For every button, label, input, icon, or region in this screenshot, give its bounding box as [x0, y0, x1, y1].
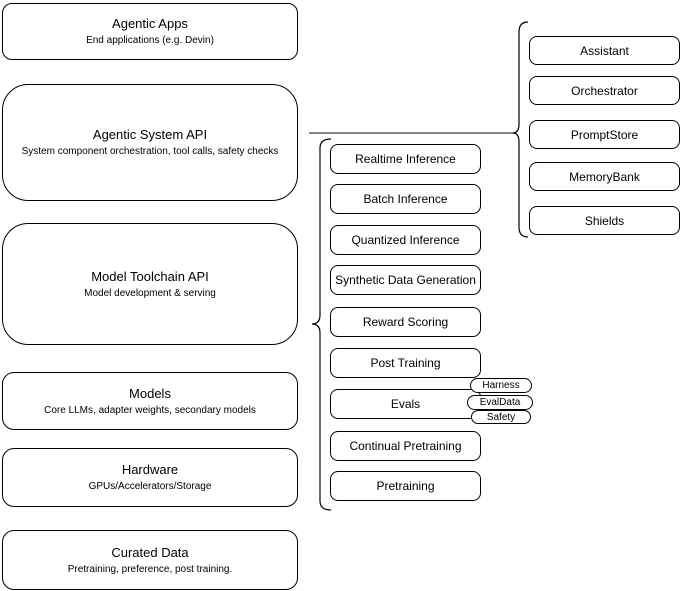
node-assistant: Assistant — [529, 36, 680, 65]
node-title: Hardware — [121, 462, 179, 477]
node-label: Quantized Inference — [351, 233, 460, 247]
node-label: Shields — [584, 213, 625, 228]
node-quantized-inference: Quantized Inference — [330, 225, 481, 255]
badge-evaldata: EvalData — [467, 395, 533, 410]
node-continual-pretraining: Continual Pretraining — [330, 431, 481, 461]
node-label: Assistant — [580, 43, 629, 58]
node-agentic-system-api: Agentic System API System component orch… — [2, 84, 298, 201]
badge-safety: Safety — [471, 410, 531, 424]
node-models: Models Core LLMs, adapter weights, secon… — [2, 372, 298, 430]
node-synthetic-data-generation: Synthetic Data Generation — [330, 265, 481, 295]
node-label: Orchestrator — [571, 83, 638, 98]
node-subtitle: System component orchestration, tool cal… — [21, 146, 279, 157]
node-title: Models — [129, 385, 171, 401]
node-label: Continual Pretraining — [349, 439, 462, 453]
node-memorybank: MemoryBank — [529, 162, 680, 191]
node-subtitle: GPUs/Accelerators/Storage — [88, 481, 212, 492]
node-label: Post Training — [370, 356, 441, 370]
node-label: Evals — [390, 397, 421, 411]
node-subtitle: Core LLMs, adapter weights, secondary mo… — [44, 404, 256, 416]
badge-label: Safety — [486, 411, 516, 423]
system-components-brace — [512, 21, 529, 238]
node-label: MemoryBank — [569, 169, 640, 184]
node-evals: Evals — [330, 389, 481, 419]
node-hardware: Hardware GPUs/Accelerators/Storage — [2, 448, 298, 507]
node-label: Batch Inference — [363, 192, 448, 206]
node-label: Realtime Inference — [355, 152, 456, 166]
node-label: Synthetic Data Generation — [335, 273, 476, 287]
node-post-training: Post Training — [330, 348, 481, 378]
node-shields: Shields — [529, 206, 680, 235]
node-subtitle: End applications (e.g. Devin) — [86, 35, 214, 46]
node-subtitle: Model development & serving — [84, 287, 216, 299]
node-orchestrator: Orchestrator — [529, 76, 680, 105]
node-promptstore: PromptStore — [529, 120, 680, 149]
node-pretraining: Pretraining — [330, 471, 481, 501]
badge-label: EvalData — [479, 397, 521, 408]
node-batch-inference: Batch Inference — [330, 184, 481, 214]
node-title: Model Toolchain API — [91, 268, 209, 284]
node-title: Agentic System API — [92, 127, 208, 142]
toolchain-brace — [311, 138, 332, 511]
node-curated-data: Curated Data Pretraining, preference, po… — [2, 530, 298, 590]
node-realtime-inference: Realtime Inference — [330, 144, 481, 174]
node-subtitle: Pretraining, preference, post training. — [67, 563, 233, 575]
node-model-toolchain-api: Model Toolchain API Model development & … — [2, 223, 298, 345]
node-reward-scoring: Reward Scoring — [330, 307, 481, 337]
node-label: Pretraining — [376, 479, 435, 493]
badge-label: Harness — [482, 380, 520, 391]
badge-harness: Harness — [470, 378, 532, 393]
node-label: PromptStore — [570, 127, 639, 142]
node-title: Agentic Apps — [112, 16, 188, 31]
node-title: Curated Data — [111, 544, 189, 560]
node-agentic-apps: Agentic Apps End applications (e.g. Devi… — [2, 3, 298, 60]
node-label: Reward Scoring — [362, 315, 449, 329]
